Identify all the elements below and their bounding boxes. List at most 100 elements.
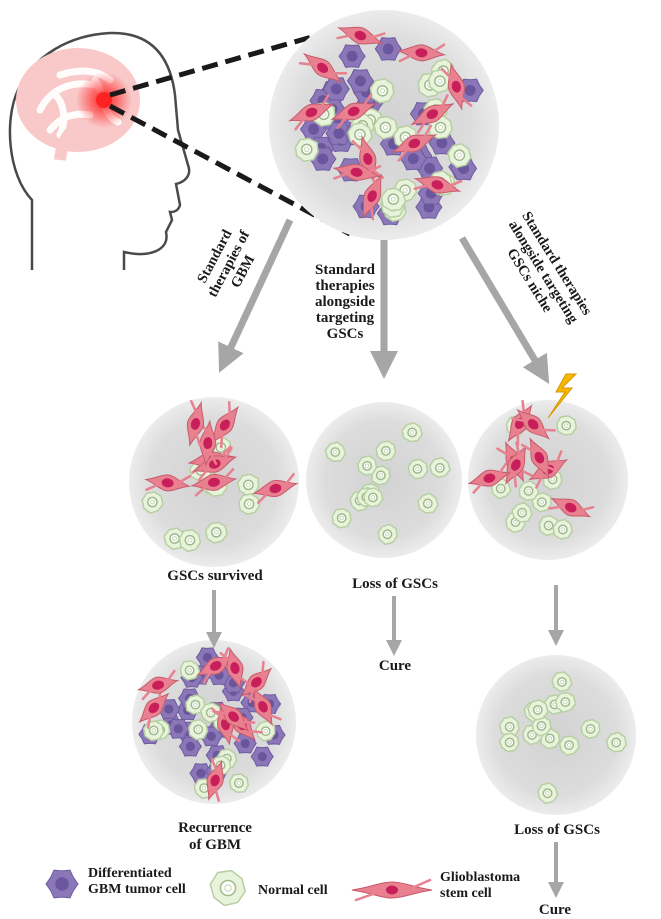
stem-cell	[196, 647, 236, 685]
stem-cell	[336, 26, 386, 45]
normal-cell	[141, 491, 164, 514]
normal-cell	[518, 480, 540, 502]
normal-cell	[209, 869, 247, 907]
zoom-line-top	[109, 23, 351, 98]
stem-cell	[206, 757, 224, 802]
normal-cell	[605, 731, 628, 753]
normal-cell	[377, 523, 398, 546]
normal-cell	[380, 187, 407, 212]
normal-cell	[447, 142, 472, 169]
cluster-gscs-survived	[129, 397, 299, 567]
stem-cell	[413, 176, 463, 194]
stem-cell	[190, 467, 238, 497]
cluster-recurrence	[132, 640, 296, 804]
normal-cell	[254, 720, 276, 742]
cluster-niche-target	[467, 399, 628, 560]
normal-cell	[357, 455, 378, 476]
stem-cell	[186, 399, 205, 447]
normal-cell	[185, 694, 206, 715]
normal-cell	[205, 521, 228, 544]
normal-cell	[179, 660, 201, 681]
normal-cell	[531, 715, 552, 737]
normal-cell	[363, 487, 384, 508]
outcome-recurrence: Recurrence of GBM	[178, 820, 252, 853]
outcome-gscs-survived: GSCs survived	[167, 568, 263, 584]
normal-cell	[556, 415, 577, 436]
normal-cell	[188, 719, 209, 741]
normal-cell	[369, 78, 395, 104]
stem-cell	[520, 437, 559, 479]
lightning-icon	[547, 373, 578, 419]
normal-cell	[236, 473, 260, 496]
normal-cell	[511, 501, 533, 523]
normal-cell	[401, 422, 423, 443]
outcome-loss-gscs-right: Loss of GSCs	[514, 822, 600, 838]
normal-cell	[407, 458, 429, 480]
arrow-left-branch	[218, 218, 294, 373]
stem-cell	[467, 462, 512, 494]
normal-cell	[238, 493, 260, 515]
legend-label-differentiated: Differentiated GBM tumor cell	[88, 866, 186, 897]
differentiated-cell	[338, 44, 366, 68]
cluster-loss-gscs-right	[476, 655, 636, 815]
stem-cell	[351, 878, 433, 902]
normal-cell	[580, 718, 601, 739]
normal-cell	[324, 441, 347, 463]
outcome-loss-gscs-middle: Loss of GSCs	[352, 576, 438, 592]
outcome-cure-middle: Cure	[378, 658, 412, 674]
tumor-focus-core	[96, 92, 112, 108]
arrow-right-branch	[458, 236, 550, 385]
stem-cell	[548, 497, 595, 518]
normal-cell	[347, 122, 373, 148]
normal-cell	[427, 69, 452, 94]
legend-label-normal: Normal cell	[258, 883, 328, 898]
stem-cell	[212, 701, 256, 732]
stem-cell	[505, 441, 527, 488]
normal-cell	[555, 691, 577, 714]
normal-cell	[527, 699, 549, 721]
stem-cell	[298, 52, 348, 84]
stem-cell	[396, 43, 447, 63]
stem-cell	[391, 124, 438, 162]
normal-cell	[228, 773, 249, 793]
differentiated-cell	[346, 69, 375, 93]
differentiated-cell	[45, 869, 79, 899]
cluster-loss-gscs-middle	[306, 402, 462, 558]
stem-cell	[409, 94, 455, 134]
tumor-cluster-top	[269, 10, 499, 240]
normal-cell	[294, 137, 319, 162]
stem-cell	[511, 408, 556, 440]
normal-cell	[417, 492, 439, 514]
legend-label-gsc: Glioblastoma stem cell	[440, 870, 521, 901]
normal-cell	[428, 456, 451, 478]
stem-cell	[240, 660, 273, 704]
head-illustration	[8, 31, 191, 270]
normal-cell	[371, 465, 391, 486]
normal-cell	[373, 115, 398, 140]
stem-cell	[219, 647, 251, 690]
normal-cell	[558, 735, 580, 757]
stem-cell	[144, 474, 192, 492]
normal-cell	[375, 440, 397, 462]
head-outline	[8, 31, 191, 270]
legend-symbols	[45, 869, 433, 907]
stem-cell	[330, 93, 378, 130]
differentiated-cell	[189, 763, 213, 784]
normal-cell	[331, 508, 352, 529]
normal-cell	[531, 492, 552, 513]
stem-cell	[210, 400, 240, 449]
normal-cell	[537, 782, 559, 805]
stem-cell	[332, 163, 382, 181]
normal-cell	[498, 732, 520, 753]
differentiated-cell	[325, 121, 353, 146]
stem-cell	[138, 686, 170, 729]
stem-cell	[252, 472, 299, 504]
differentiated-cell	[322, 77, 350, 101]
normal-cell	[178, 528, 202, 553]
outcome-cure-right: Cure	[538, 902, 572, 918]
branch-label-middle: Standard therapies alongside targeting G…	[314, 262, 376, 342]
differentiated-cell	[299, 117, 328, 142]
stem-cell	[440, 62, 473, 111]
